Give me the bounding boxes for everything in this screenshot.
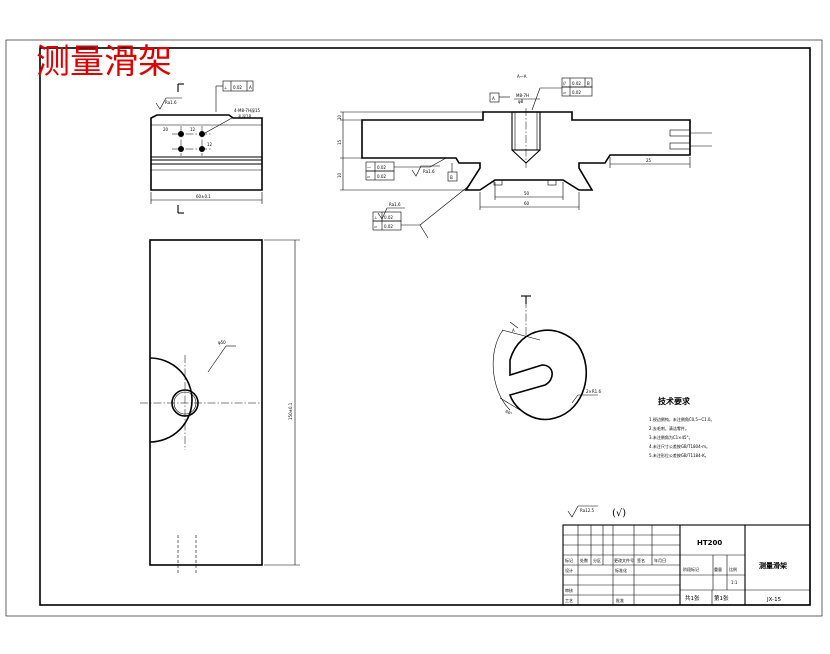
svg-text:▱: ▱: [374, 224, 378, 229]
svg-text:20: 20: [163, 127, 169, 132]
svg-text:批准: 批准: [616, 597, 624, 603]
svg-text:50: 50: [524, 191, 530, 196]
svg-text:0.02: 0.02: [572, 90, 581, 95]
front-gdt-value: 0.02: [233, 85, 242, 90]
datum-box-b: [447, 171, 458, 182]
svg-text://: //: [563, 81, 566, 86]
sheet-number: 第1张: [714, 594, 729, 602]
datum-box-a: [489, 92, 500, 103]
sheet-outer-border: [5, 39, 823, 617]
svg-text:工艺: 工艺: [565, 598, 573, 603]
drawing-title: 测量滑架: [36, 42, 172, 82]
svg-text:审核: 审核: [565, 587, 573, 593]
sheets-total: 共1张: [685, 594, 700, 602]
svg-text:0.02: 0.02: [572, 81, 581, 86]
front-roughness-text: Ra1.6: [165, 100, 177, 105]
section-label: A—A: [517, 74, 527, 79]
general-roughness: Ra12.5 (√): [567, 505, 626, 519]
section-body: [361, 111, 691, 191]
svg-text:10: 10: [337, 114, 342, 120]
svg-text:0.02: 0.02: [384, 215, 393, 220]
svg-text:60: 60: [524, 201, 530, 206]
detail-radius: 2×R1.6: [586, 389, 601, 394]
svg-text:更改文件号: 更改文件号: [614, 557, 634, 563]
front-roughness-symbol: [155, 97, 182, 110]
svg-text:签名: 签名: [637, 557, 645, 563]
svg-text:Ra1.6: Ra1.6: [423, 169, 435, 174]
svg-text:12: 12: [190, 127, 196, 132]
material-text: HT200: [697, 539, 722, 547]
front-hole-note: 4-M8-7H深15: [234, 107, 261, 113]
drawing-number: JX-15: [766, 597, 782, 603]
tech-req-item-2: 2.去毛刺，清洁零件。: [649, 425, 689, 431]
scale-value: 1:1: [731, 580, 738, 585]
svg-text:年月日: 年月日: [654, 557, 666, 563]
svg-text:A: A: [492, 96, 495, 101]
svg-text:重量: 重量: [714, 566, 722, 572]
svg-text:标记: 标记: [565, 557, 573, 563]
detail-view: A 60° 2×R1.6: [492, 295, 601, 421]
svg-text:25: 25: [646, 158, 652, 163]
svg-text:0.02: 0.02: [377, 165, 386, 170]
svg-text:⊥: ⊥: [224, 85, 228, 90]
svg-text:15: 15: [337, 139, 342, 145]
svg-text:阶段标记: 阶段标记: [683, 566, 699, 572]
svg-text:处数: 处数: [580, 557, 588, 563]
front-hole-3: [178, 146, 184, 152]
tech-req-item-4: 4.未注尺寸公差按GB/T1804-m。: [649, 443, 710, 449]
tech-requirements: 技术要求 1.锐边倒钝，未注倒角C0.5~C1.0。 2.去毛刺，清洁零件。 3…: [649, 396, 714, 458]
plan-diameter-dim: φ50: [218, 340, 226, 345]
svg-text:—: —: [367, 165, 371, 170]
front-view: ⊥ 0.02 A Ra1.6 4-M8-7H深15 孔深18 20 12 12: [150, 80, 263, 214]
svg-text:A: A: [512, 328, 515, 333]
counterbore-note: φ8: [518, 99, 524, 104]
front-hole-note2: 孔深18: [238, 113, 252, 119]
svg-text:0.02: 0.02: [377, 174, 386, 179]
svg-text:B: B: [450, 175, 453, 180]
svg-text:Ra1.6: Ra1.6: [389, 202, 401, 207]
svg-text:分区: 分区: [593, 557, 601, 563]
part-name: 测量滑架: [759, 561, 787, 570]
svg-text:比例: 比例: [729, 566, 737, 572]
section-view: A—A // 0.02 B ▱ 0.02 A M8-7H φ8: [337, 74, 712, 239]
tech-req-item-5: 5.未注形位公差按GB/T1184-K。: [649, 452, 709, 458]
svg-text:B: B: [587, 81, 590, 86]
svg-text:10: 10: [337, 172, 342, 178]
svg-text:设计: 设计: [565, 567, 573, 573]
svg-text:⊥: ⊥: [374, 215, 378, 220]
svg-text:▱: ▱: [563, 90, 567, 95]
tech-req-heading: 技术要求: [658, 396, 691, 406]
thread-note: M8-7H: [516, 93, 529, 98]
plan-view: φ50 150±0.1: [140, 239, 300, 575]
tech-req-item-3: 3.未注倒角为C1×45°。: [649, 434, 693, 440]
svg-text:Ra12.5: Ra12.5: [580, 508, 595, 513]
svg-text:▱: ▱: [367, 174, 371, 179]
general-roughness-symbol: (√): [612, 508, 626, 519]
tech-req-item-1: 1.锐边倒钝，未注倒角C0.5~C1.0。: [649, 416, 714, 422]
front-gdt-datum: A: [249, 85, 252, 90]
svg-text:标准化: 标准化: [615, 567, 627, 573]
plan-length-dim: 150±0.1: [288, 402, 293, 420]
svg-text:0.02: 0.02: [384, 224, 393, 229]
drawing-frame: [39, 47, 811, 606]
front-width-dim: 60±0.1: [196, 194, 211, 199]
svg-text:60°: 60°: [505, 409, 514, 417]
title-block: 标记 处数 分区 更改文件号 签名 年月日 设计 标准化 审核 工艺 批准 HT…: [562, 524, 811, 606]
svg-text:12: 12: [207, 142, 213, 147]
